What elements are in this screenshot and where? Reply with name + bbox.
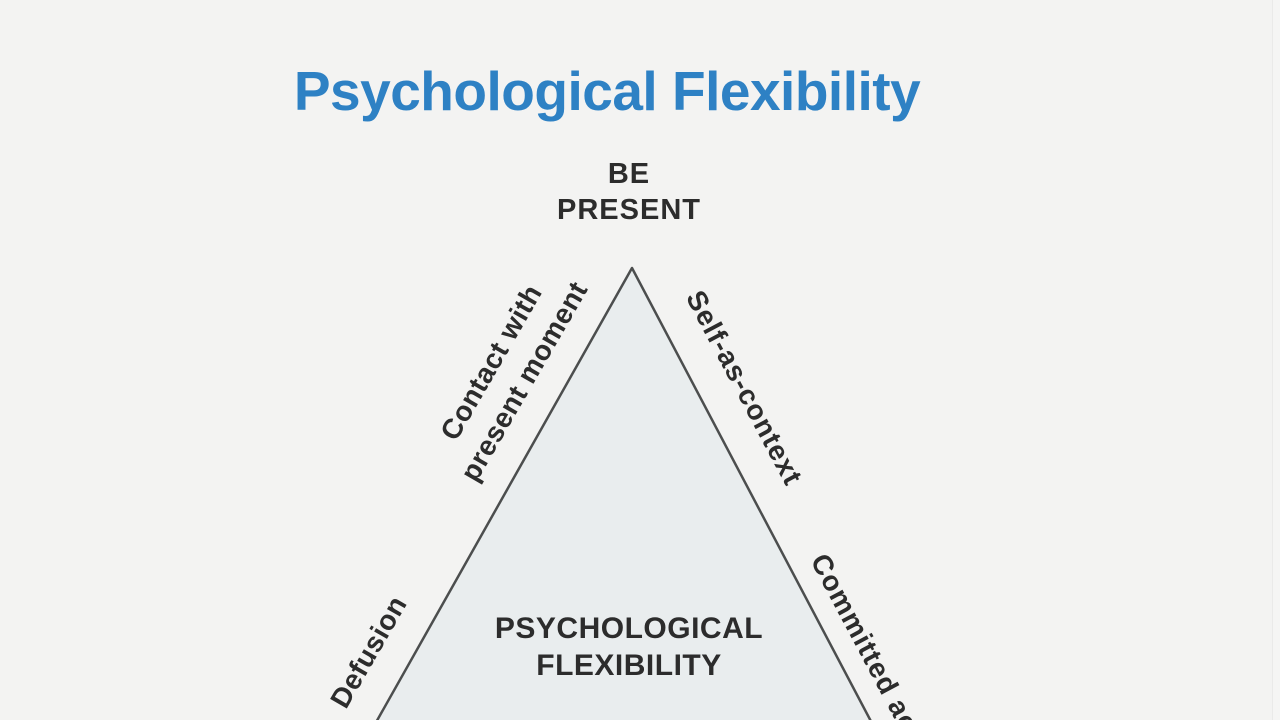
center-label-line2: FLEXIBILITY [536, 649, 722, 682]
right-edge-seam [1272, 0, 1280, 720]
triangle-shape [375, 266, 872, 720]
page-title: Psychological Flexibility [293, 59, 921, 122]
apex-label-be-present: BE PRESENT [557, 156, 701, 228]
center-label-psychological-flexibility: PSYCHOLOGICAL FLEXIBILITY [495, 610, 763, 684]
center-label-line1: PSYCHOLOGICAL [494, 612, 764, 645]
apex-label-line1: BE [607, 158, 651, 190]
apex-label-line2: PRESENT [557, 194, 701, 226]
